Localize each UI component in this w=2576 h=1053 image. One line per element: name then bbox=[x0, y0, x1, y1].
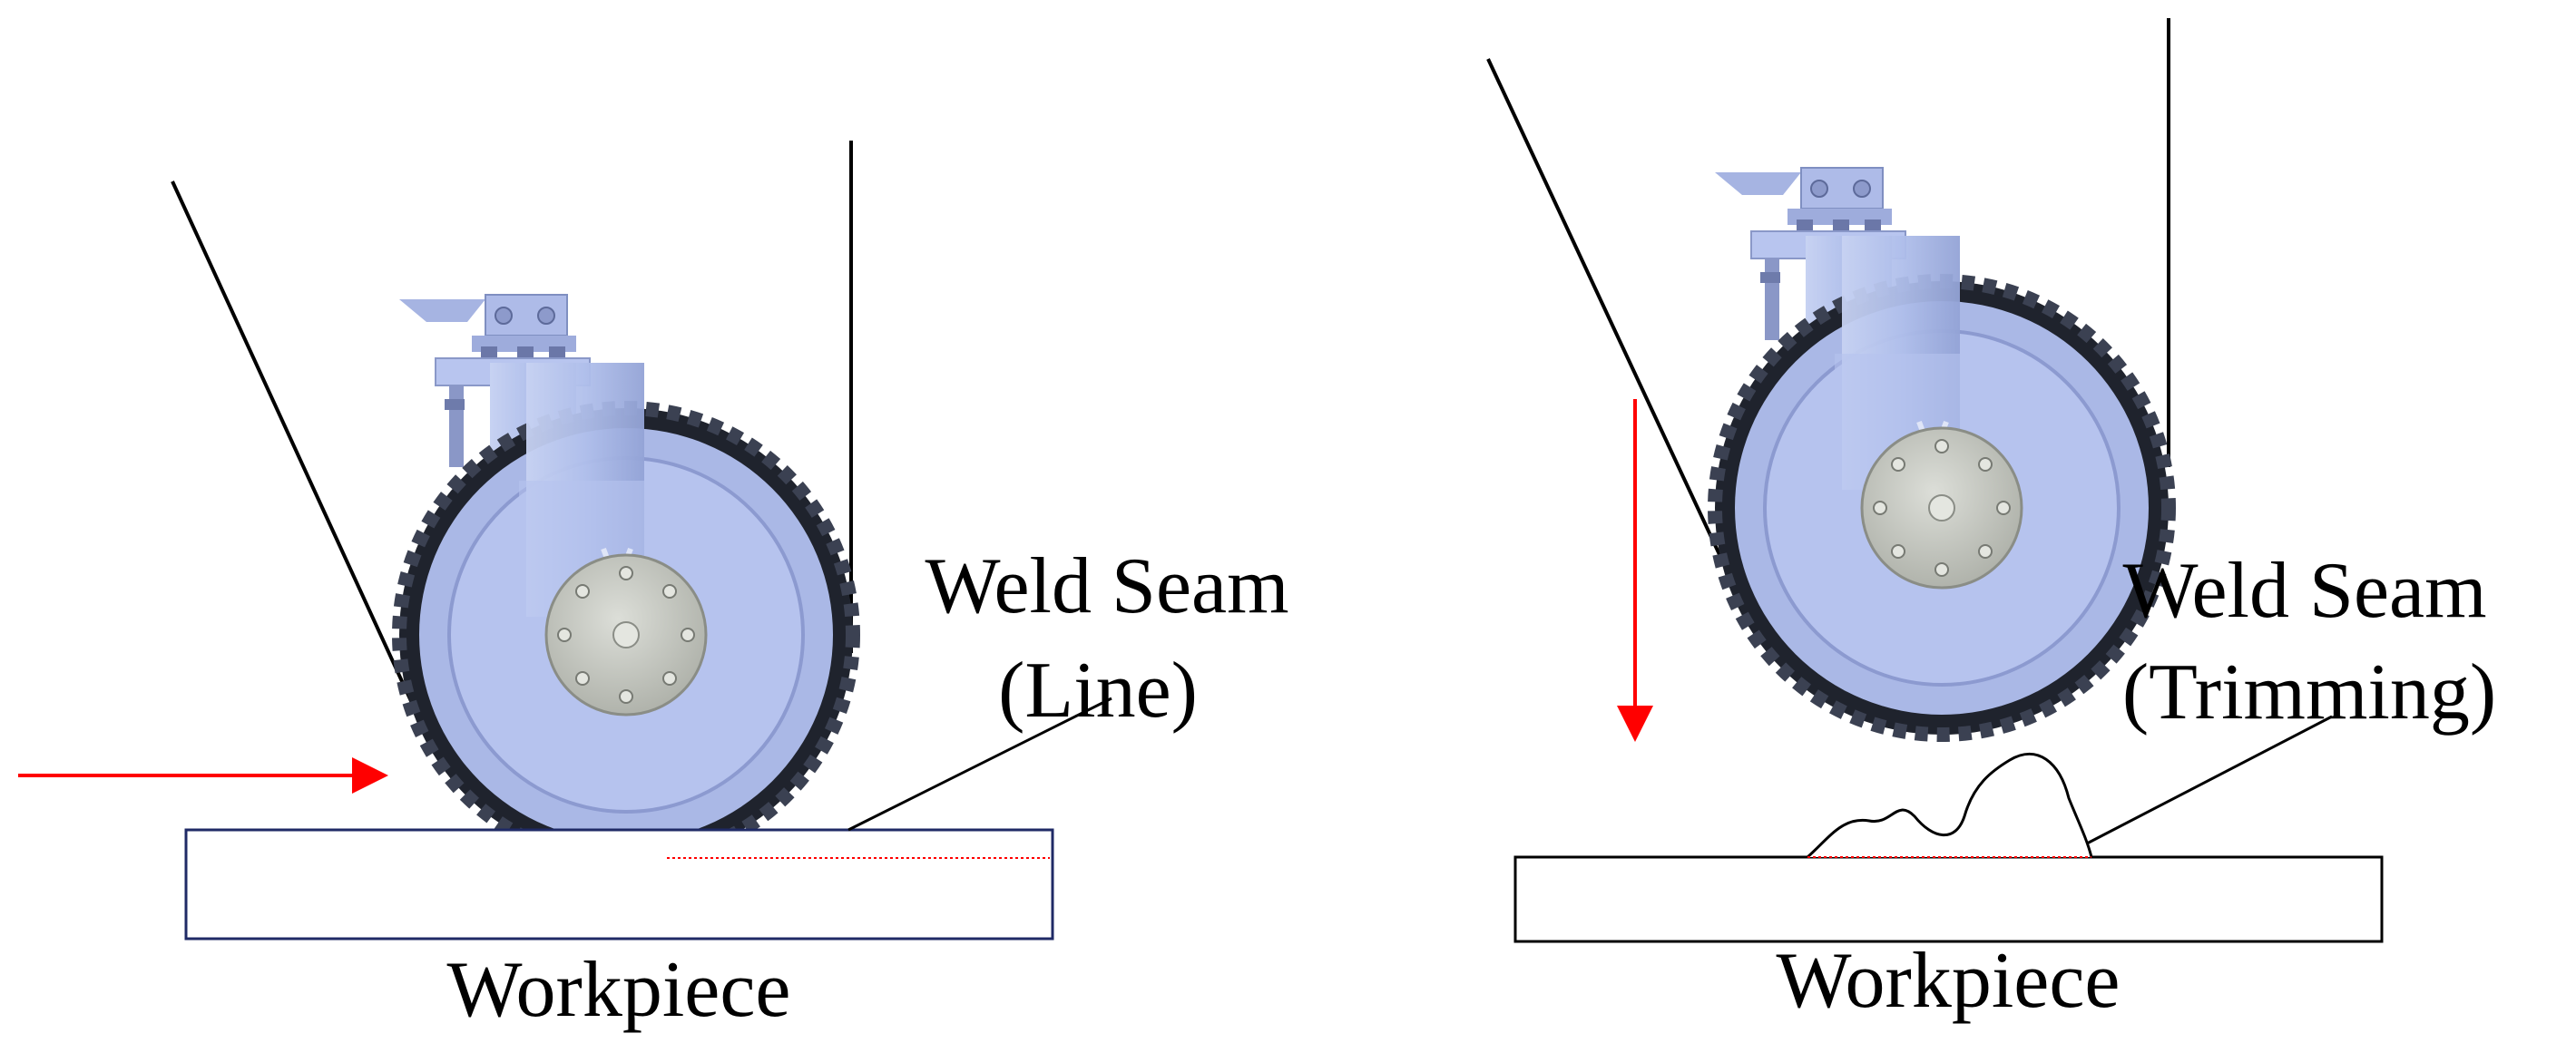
seam-label-type: (Trimming) bbox=[2122, 648, 2496, 736]
roller-wheel-icon bbox=[1715, 168, 2169, 735]
seam-leader-line bbox=[2086, 715, 2333, 845]
workpiece-label: Workpiece bbox=[1777, 937, 2121, 1025]
seam-label-title: Weld Seam bbox=[2122, 547, 2486, 635]
weld-bead-profile bbox=[1807, 752, 2093, 859]
guide-line-left bbox=[171, 180, 428, 736]
workpiece-block bbox=[184, 828, 1054, 941]
workpiece-label: Workpiece bbox=[447, 946, 791, 1034]
panel-line: Weld Seam (Line) Workpiece bbox=[18, 141, 1289, 1034]
seam-leader-line bbox=[847, 697, 1112, 832]
guide-line-left bbox=[1486, 58, 1744, 604]
panel-trimming: Weld Seam (Trimming) Workpiece bbox=[1486, 18, 2496, 1025]
seam-label-title: Weld Seam bbox=[925, 542, 1288, 630]
workpiece-block bbox=[1513, 855, 2384, 943]
seam-label-type: (Line) bbox=[998, 647, 1198, 735]
roller-wheel-icon bbox=[399, 295, 853, 862]
